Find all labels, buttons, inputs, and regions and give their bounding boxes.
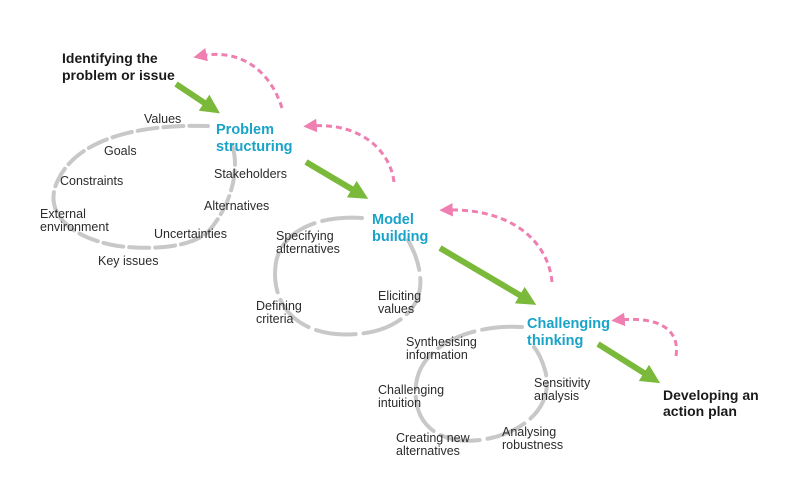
item-label-line: values xyxy=(378,302,414,316)
item-label-line: robustness xyxy=(502,438,563,452)
item-label: Goals xyxy=(104,144,137,158)
item-label: Alternatives xyxy=(204,199,269,213)
item-label-line: criteria xyxy=(256,312,294,326)
green-arrow-model-to-challenging xyxy=(438,245,537,305)
item-label-line: Eliciting xyxy=(378,289,421,303)
item-label: Key issues xyxy=(98,254,158,268)
challenging-thinking-loop xyxy=(413,324,549,443)
item-label: Values xyxy=(144,112,181,126)
item-label-line: External xyxy=(40,207,86,221)
item-label-line: analysis xyxy=(534,389,579,403)
item-label: Uncertainties xyxy=(154,227,227,241)
green-arrow-challenging-to-plan xyxy=(596,341,661,384)
item-label-line: alternatives xyxy=(396,444,460,458)
item-label-line: Creating new xyxy=(396,431,471,445)
item-label-line: intuition xyxy=(378,396,421,410)
stage-title-problem-structuring: Problem structuring xyxy=(216,122,293,155)
green-arrow-problem-to-model xyxy=(304,159,369,199)
item-label-line: Sensitivity xyxy=(534,376,591,390)
pink-feedback-arrow-4 xyxy=(611,312,678,357)
end-label: Developing an action plan xyxy=(663,387,763,419)
item-label: Stakeholders xyxy=(214,167,287,181)
stage-title-challenging-thinking: Challenging thinking xyxy=(527,316,614,349)
item-label-line: Challenging xyxy=(378,383,444,397)
item-label-line: Analysing xyxy=(502,425,556,439)
item-label-line: Specifying xyxy=(276,229,334,243)
item-label-line: environment xyxy=(40,220,109,234)
problem-structuring-loop xyxy=(51,123,237,250)
item-label-line: Defining xyxy=(256,299,302,313)
pink-feedback-arrow-1 xyxy=(193,48,284,109)
pink-feedback-arrow-3 xyxy=(439,203,554,283)
item-label-line: Synthesising xyxy=(406,335,477,349)
item-label-line: alternatives xyxy=(276,242,340,256)
green-arrow-start-to-problem xyxy=(174,81,220,114)
stage-title-model-building: Model building xyxy=(372,212,428,245)
item-label: Constraints xyxy=(60,174,123,188)
start-label: Identifying the problem or issue xyxy=(62,50,175,83)
model-building-loop xyxy=(273,215,423,337)
item-label-line: information xyxy=(406,348,468,362)
pink-feedback-arrow-2 xyxy=(303,118,396,183)
